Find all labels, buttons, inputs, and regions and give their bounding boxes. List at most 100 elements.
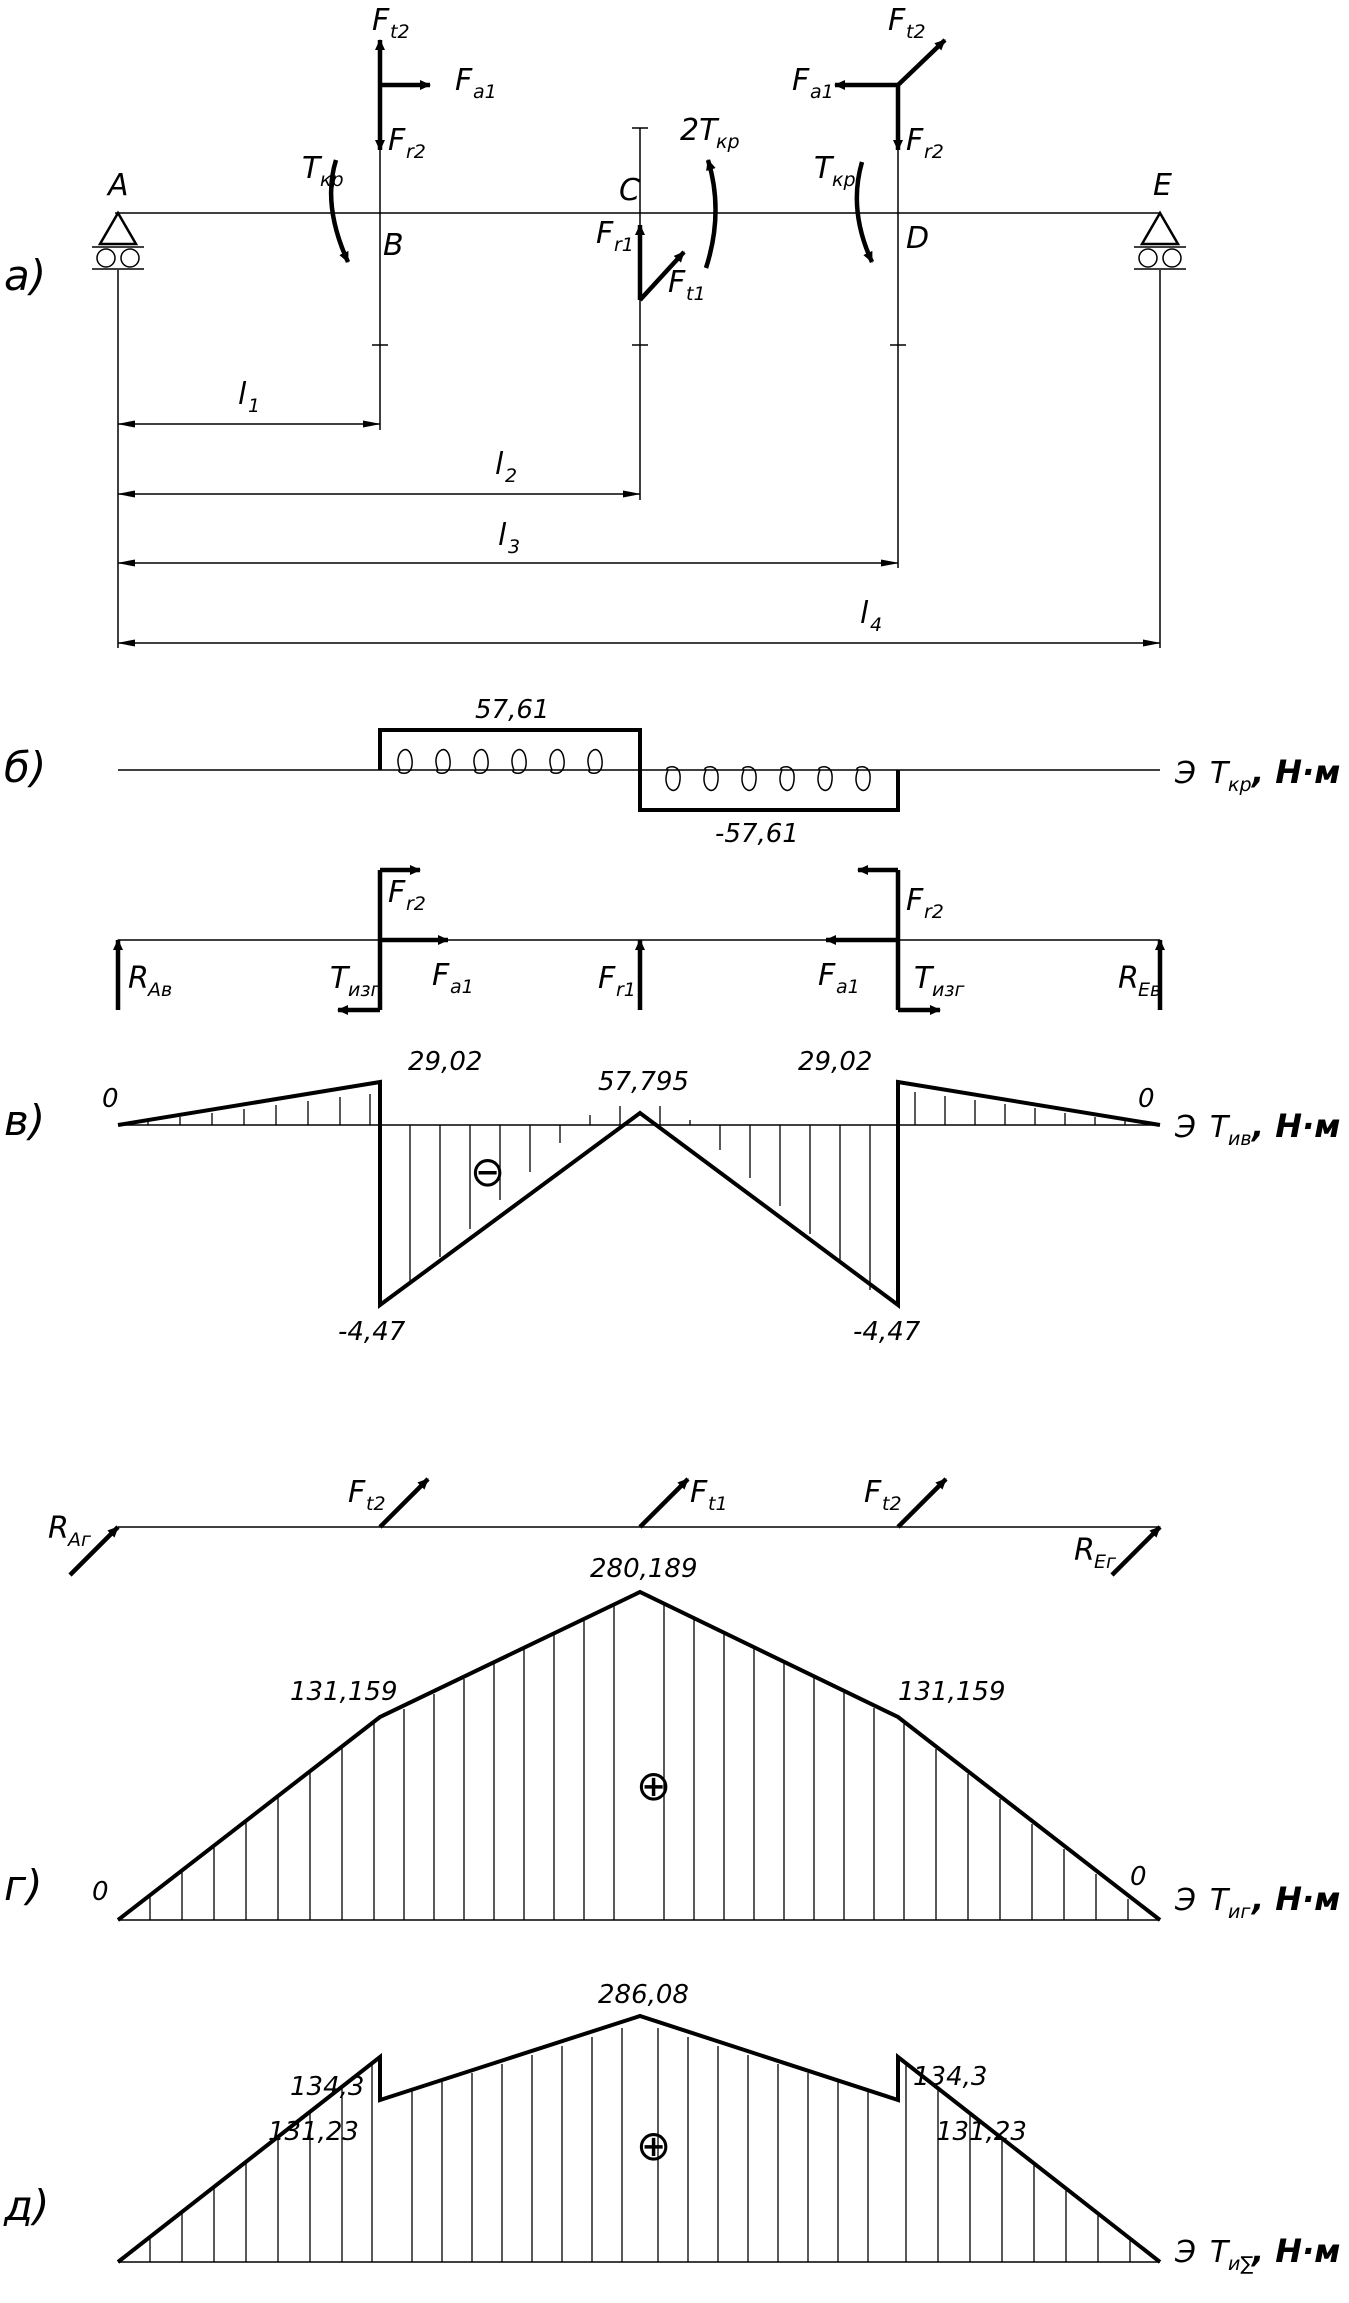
force-Ft1-horizontal bbox=[638, 1477, 690, 1529]
svg-text:R: R bbox=[128, 961, 149, 996]
svg-text:F: F bbox=[906, 883, 924, 918]
svg-text:кр: кр bbox=[320, 169, 344, 191]
support-A bbox=[92, 210, 144, 270]
total-moment-D-lower: 131,23 bbox=[936, 2117, 1027, 2147]
torque-neg-value: -57,61 bbox=[715, 819, 799, 849]
horizontal-moment-outline bbox=[116, 1589, 1162, 1922]
torque-Tkr-D bbox=[854, 161, 875, 263]
panel-v-vertical-moment: в) 0 0 29,02 57,795 29,02 -4,47 -4,47 bbox=[4, 1047, 1340, 1347]
force-Ft2-D bbox=[896, 38, 947, 87]
svg-text:r2: r2 bbox=[924, 901, 944, 923]
svg-text:Aг: Aг bbox=[66, 1529, 92, 1551]
svg-text:Eг: Eг bbox=[1094, 1551, 1117, 1573]
svg-text:3: 3 bbox=[508, 536, 520, 558]
torque-Tkr-B bbox=[328, 159, 351, 263]
vertical-moment-left-zero: 0 bbox=[102, 1084, 119, 1114]
vertical-moment-sign: ⊖ bbox=[470, 1147, 505, 1196]
svg-text:T: T bbox=[1210, 756, 1231, 791]
svg-text:l: l bbox=[498, 518, 507, 553]
point-B: B bbox=[383, 228, 404, 263]
vertical-moment-axis-label: Э T ив , Н·м bbox=[1174, 1107, 1340, 1150]
point-A: A bbox=[106, 168, 129, 203]
force-Ft2-horizontal-D bbox=[896, 1477, 948, 1529]
svg-text:T: T bbox=[302, 151, 323, 186]
panel-label-a: а) bbox=[4, 251, 46, 300]
svg-text:t1: t1 bbox=[686, 283, 706, 305]
svg-text:F: F bbox=[388, 123, 406, 158]
panel-label-g: г) bbox=[4, 1861, 42, 1910]
svg-text:R: R bbox=[1074, 1533, 1095, 1568]
svg-text:T: T bbox=[1210, 2235, 1231, 2270]
svg-text:, Н·м: , Н·м bbox=[1250, 1107, 1340, 1145]
svg-text:t2: t2 bbox=[390, 21, 410, 43]
panel-label-v: в) bbox=[4, 1096, 45, 1145]
total-moment-outline bbox=[116, 2013, 1162, 2264]
torque-outline bbox=[378, 728, 900, 812]
torque-hatch-spirals bbox=[397, 748, 871, 792]
horizontal-moment-right-zero: 0 bbox=[1130, 1862, 1147, 1892]
vertical-moment-B-value: 29,02 bbox=[408, 1047, 482, 1077]
horizontal-moment-D-value: 131,159 bbox=[898, 1677, 1006, 1707]
svg-text:F: F bbox=[668, 265, 686, 300]
svg-text:F: F bbox=[596, 216, 614, 251]
svg-text:T: T bbox=[814, 151, 835, 186]
svg-text:R: R bbox=[1118, 961, 1139, 996]
svg-text:, Н·м: , Н·м bbox=[1250, 2232, 1340, 2270]
svg-text:F: F bbox=[348, 1475, 366, 1510]
svg-text:r1: r1 bbox=[614, 234, 634, 256]
point-C: C bbox=[619, 173, 640, 208]
svg-text:l: l bbox=[238, 377, 247, 412]
svg-text:Э: Э bbox=[1174, 756, 1196, 791]
horizontal-moment-C-value: 280,189 bbox=[590, 1554, 698, 1584]
svg-text:, Н·м: , Н·м bbox=[1250, 1880, 1340, 1918]
total-moment-axis-label: Э T и∑ , Н·м bbox=[1174, 2232, 1340, 2275]
total-moment-B-upper: 134,3 bbox=[290, 2072, 364, 2102]
svg-text:F: F bbox=[906, 123, 924, 158]
svg-text:R: R bbox=[48, 1511, 69, 1546]
svg-text:кр: кр bbox=[1228, 774, 1252, 796]
torque-pos-value: 57,61 bbox=[475, 695, 549, 725]
svg-text:F: F bbox=[432, 958, 450, 993]
svg-text:Э: Э bbox=[1174, 1110, 1196, 1145]
svg-text:a1: a1 bbox=[836, 976, 860, 998]
total-moment-B-lower: 131,23 bbox=[268, 2117, 359, 2147]
panel-g-horizontal-moment: г) 0 0 131,159 280,189 131,159 ⊕ bbox=[4, 1554, 1340, 1923]
svg-text:t2: t2 bbox=[882, 1493, 902, 1515]
svg-text:F: F bbox=[818, 958, 836, 993]
svg-text:T: T bbox=[1210, 1110, 1231, 1145]
torque-2Tkr-C bbox=[703, 159, 718, 269]
svg-text:a1: a1 bbox=[450, 976, 474, 998]
svg-text:ив: ив bbox=[1228, 1128, 1252, 1150]
svg-text:F: F bbox=[792, 63, 810, 98]
svg-text:2T: 2T bbox=[680, 113, 720, 148]
svg-text:Э: Э bbox=[1174, 1883, 1196, 1918]
svg-text:F: F bbox=[455, 63, 473, 98]
svg-text:изг: изг bbox=[348, 979, 381, 1001]
total-moment-D-upper: 134,3 bbox=[913, 2062, 987, 2092]
point-E: E bbox=[1153, 168, 1172, 203]
svg-text:Aв: Aв bbox=[146, 979, 172, 1001]
force-Ft2-horizontal-B bbox=[378, 1477, 430, 1529]
svg-text:r1: r1 bbox=[616, 979, 636, 1001]
panel-b-torque-diagram: б) 57,61 -57,61 Э T кр , Н·м bbox=[4, 695, 1340, 849]
panel-a-shaft-scheme: а) A B C D E bbox=[4, 3, 1186, 648]
total-moment-sign: ⊕ bbox=[636, 2121, 671, 2170]
